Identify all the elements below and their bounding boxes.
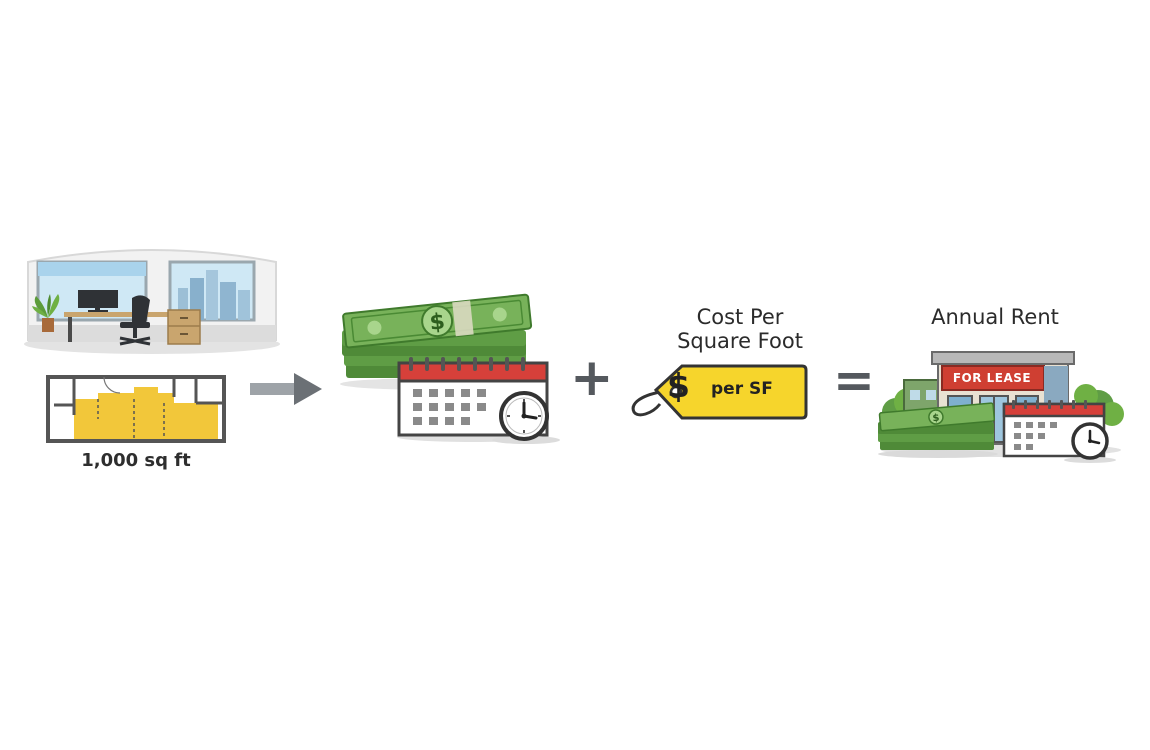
price-tag-icon	[626, 360, 810, 426]
tag-dollar-symbol: $	[667, 366, 690, 405]
cost-per-square-foot-title: Cost Per Square Foot	[640, 305, 840, 353]
office-room-icon	[20, 240, 285, 355]
clock-icon	[488, 391, 564, 444]
arrow-right-icon	[250, 372, 324, 406]
annual-rent-title: Annual Rent	[931, 305, 1059, 329]
area-label: 1,000 sq ft	[81, 450, 191, 471]
cost-title-line2: Square Foot	[677, 329, 803, 353]
svg-text:$: $	[428, 309, 446, 335]
for-lease-sign: FOR LEASE	[952, 371, 1032, 385]
cost-title-line1: Cost Per	[696, 305, 784, 329]
rent-money-stack-icon: $	[876, 402, 1000, 458]
tag-per-sf-text: per SF	[711, 379, 773, 399]
svg-text:$: $	[932, 413, 940, 425]
equals-operator: =	[833, 351, 875, 409]
rent-clock-icon	[1062, 422, 1120, 464]
plus-operator: +	[570, 348, 614, 408]
floor-plan-icon	[46, 375, 228, 445]
